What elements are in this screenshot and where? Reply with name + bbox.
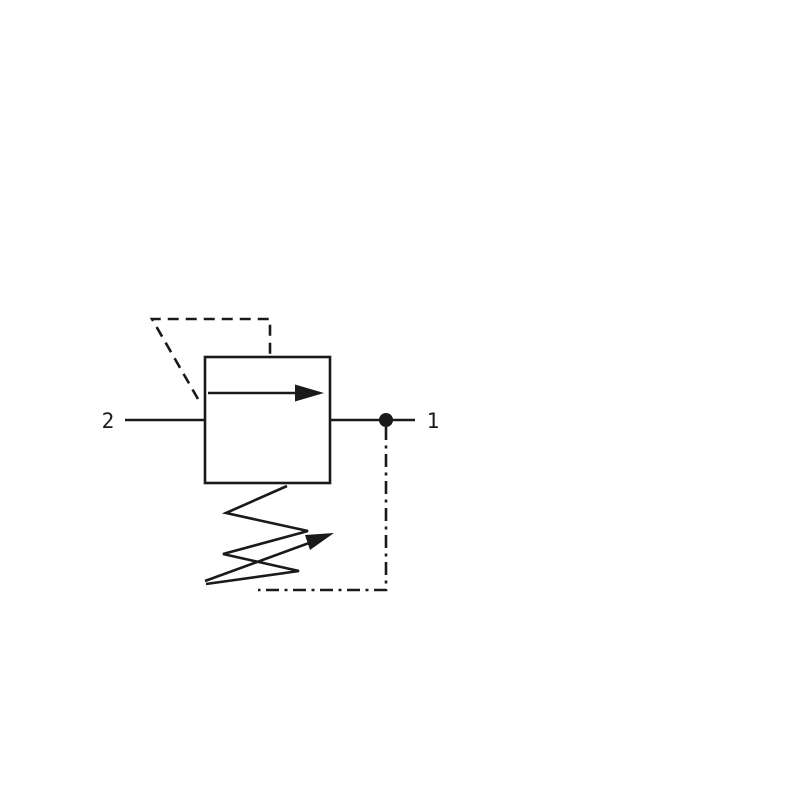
spring	[205, 484, 309, 586]
pilot-line-dashed	[149, 317, 272, 400]
junction-dot	[379, 413, 393, 427]
flow-arrowhead-icon	[295, 384, 324, 402]
spring-adjust-arrowhead-icon	[305, 533, 334, 550]
port-1-label: 1	[427, 409, 440, 433]
drain-line-dashdot	[258, 427, 388, 592]
spring-adjust-arrow-shaft	[204, 541, 310, 583]
valve-body	[203, 355, 332, 485]
port-2-label: 2	[102, 409, 115, 433]
